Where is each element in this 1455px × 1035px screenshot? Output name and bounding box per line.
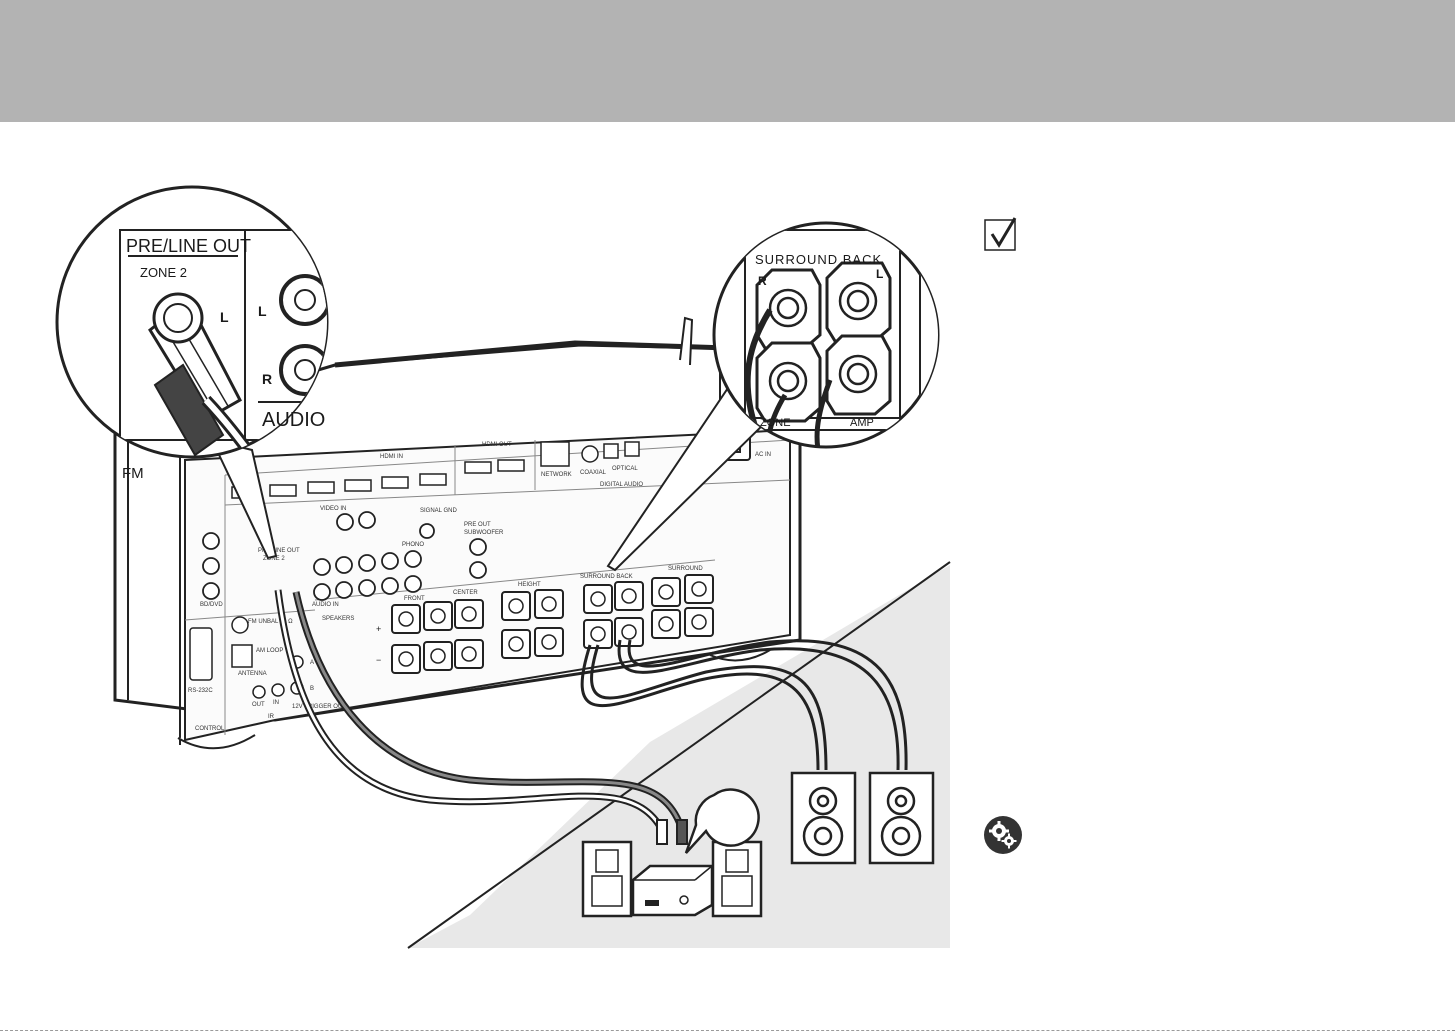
trigger-b-label: B bbox=[310, 686, 314, 692]
pre-out-label: PRE OUT bbox=[464, 522, 491, 528]
header-bar bbox=[0, 0, 1455, 122]
control-label: CONTROL bbox=[195, 726, 225, 732]
control-section bbox=[189, 616, 304, 699]
zone2-label: ZONE 2 bbox=[140, 265, 187, 280]
subwoofer-label: SUBWOOFER bbox=[464, 530, 504, 536]
rca-jacks bbox=[202, 511, 487, 601]
zone2-small-label: ZONE 2 bbox=[263, 556, 285, 562]
digital-audio-label: DIGITAL AUDIO bbox=[600, 482, 643, 488]
hdmi-ports bbox=[231, 441, 640, 499]
trigger-a-label: A bbox=[310, 660, 314, 666]
hdmi-in-label: HDMI IN bbox=[380, 454, 403, 460]
speaker-terminal-centers bbox=[398, 581, 707, 667]
pre-line-out-small-label: PRE/LINE OUT bbox=[258, 548, 300, 554]
ir-label: IR bbox=[268, 714, 275, 720]
gear-icon bbox=[984, 816, 1022, 854]
surround-back-speakers bbox=[790, 771, 935, 865]
pre-line-out-title: PRE/LINE OUT bbox=[126, 236, 251, 256]
surround-back-panel-label: SURROUND BACK bbox=[580, 574, 633, 580]
signal-gnd-label: SIGNAL GND bbox=[420, 508, 457, 514]
fm-unbal-label: FM UNBAL 75 Ω bbox=[248, 619, 293, 625]
height-label: HEIGHT bbox=[518, 582, 541, 588]
network-label: NETWORK bbox=[541, 472, 572, 478]
amp-caption: AMP bbox=[850, 417, 874, 429]
surround-back-right-label: R bbox=[758, 274, 767, 288]
surround-back-left-label: L bbox=[876, 267, 883, 281]
fm-label: FM bbox=[122, 465, 144, 482]
video-in-label: VIDEO IN bbox=[320, 506, 346, 512]
footer-rule bbox=[0, 1030, 1455, 1031]
am-loop-label: AM LOOP bbox=[256, 648, 283, 654]
zone2-left-label: L bbox=[220, 309, 229, 325]
rca-cables bbox=[274, 589, 686, 832]
hdmi-out-label: HDMI OUT bbox=[482, 442, 512, 448]
rs232c-label: RS-232C bbox=[188, 688, 213, 694]
audio-left-label: L bbox=[258, 303, 267, 319]
plus-sign: + bbox=[376, 624, 381, 634]
speakers-label: SPEAKERS bbox=[322, 616, 354, 622]
audio-caption: AUDIO bbox=[262, 409, 325, 431]
ir-out-label: OUT bbox=[252, 702, 265, 708]
surround-panel-label: SURROUND bbox=[668, 566, 703, 572]
zone2-amplifier bbox=[581, 788, 763, 918]
surround-back-title: SURROUND BACK bbox=[755, 252, 882, 267]
bd-dvd-label: BD/DVD bbox=[200, 602, 223, 608]
phono-label: PHONO bbox=[402, 542, 424, 548]
audio-in-label: AUDIO IN bbox=[312, 602, 339, 608]
front-label: FRONT bbox=[404, 596, 425, 602]
antenna-label: ANTENNA bbox=[238, 671, 267, 677]
ac-in-label: AC IN bbox=[755, 452, 771, 458]
optical-label: OPTICAL bbox=[612, 466, 638, 472]
zoom-left-detail: PRE/LINE OUT ZONE 2 L L R AUDIO bbox=[55, 185, 329, 459]
coaxial-label: COAXIAL bbox=[580, 470, 607, 476]
ir-in-label: IN bbox=[273, 700, 279, 706]
zoom-right-detail: SURROUND BACK R L ZONE AMP bbox=[712, 221, 940, 449]
zone-caption: ZONE bbox=[760, 417, 791, 429]
check-icon bbox=[984, 217, 1017, 251]
audio-right-label: R bbox=[262, 371, 272, 387]
center-label: CENTER bbox=[453, 590, 478, 596]
minus-sign: − bbox=[376, 655, 381, 665]
trigger-label: 12V TRIGGER OUT bbox=[292, 704, 346, 710]
floor-edge bbox=[407, 561, 951, 949]
speaker-cables bbox=[580, 639, 908, 771]
